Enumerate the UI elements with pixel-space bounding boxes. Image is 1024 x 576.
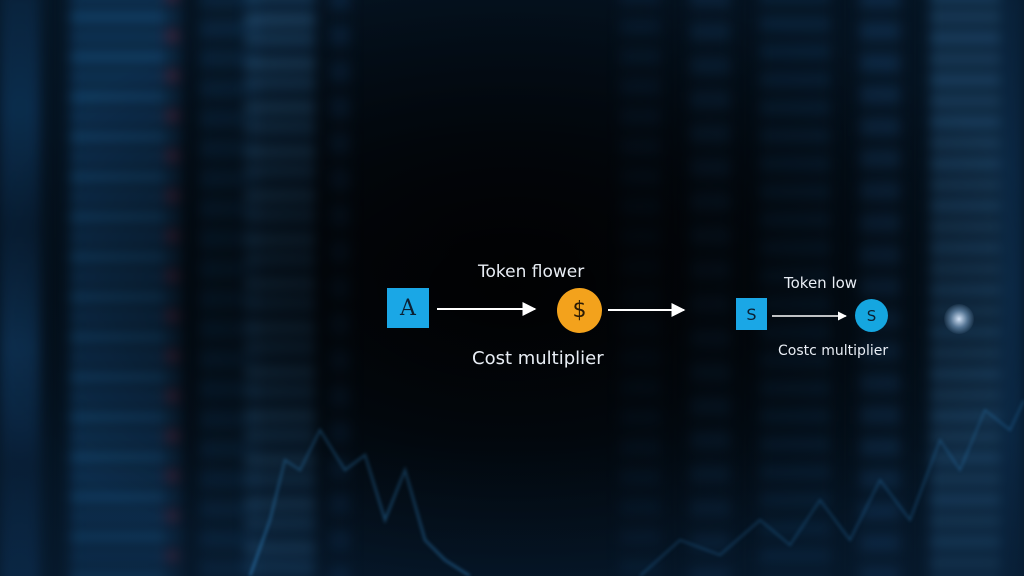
right-coin-symbol: S xyxy=(866,306,877,325)
right-source-node: S xyxy=(736,298,767,330)
left-source-label: A xyxy=(400,295,416,321)
right-bottom-label: Costc multiplier xyxy=(778,343,889,359)
dollar-coin-icon: $ xyxy=(557,288,602,333)
left-coin-symbol: $ xyxy=(572,298,587,323)
left-bottom-label: Cost multiplier xyxy=(472,348,604,369)
right-source-label: S xyxy=(746,304,757,324)
background-glow-dot xyxy=(944,304,974,334)
right-top-label: Token low xyxy=(784,274,858,292)
left-top-label: Token flower xyxy=(478,262,585,282)
left-source-node: A xyxy=(387,288,429,328)
right-coin-icon: S xyxy=(855,299,888,332)
